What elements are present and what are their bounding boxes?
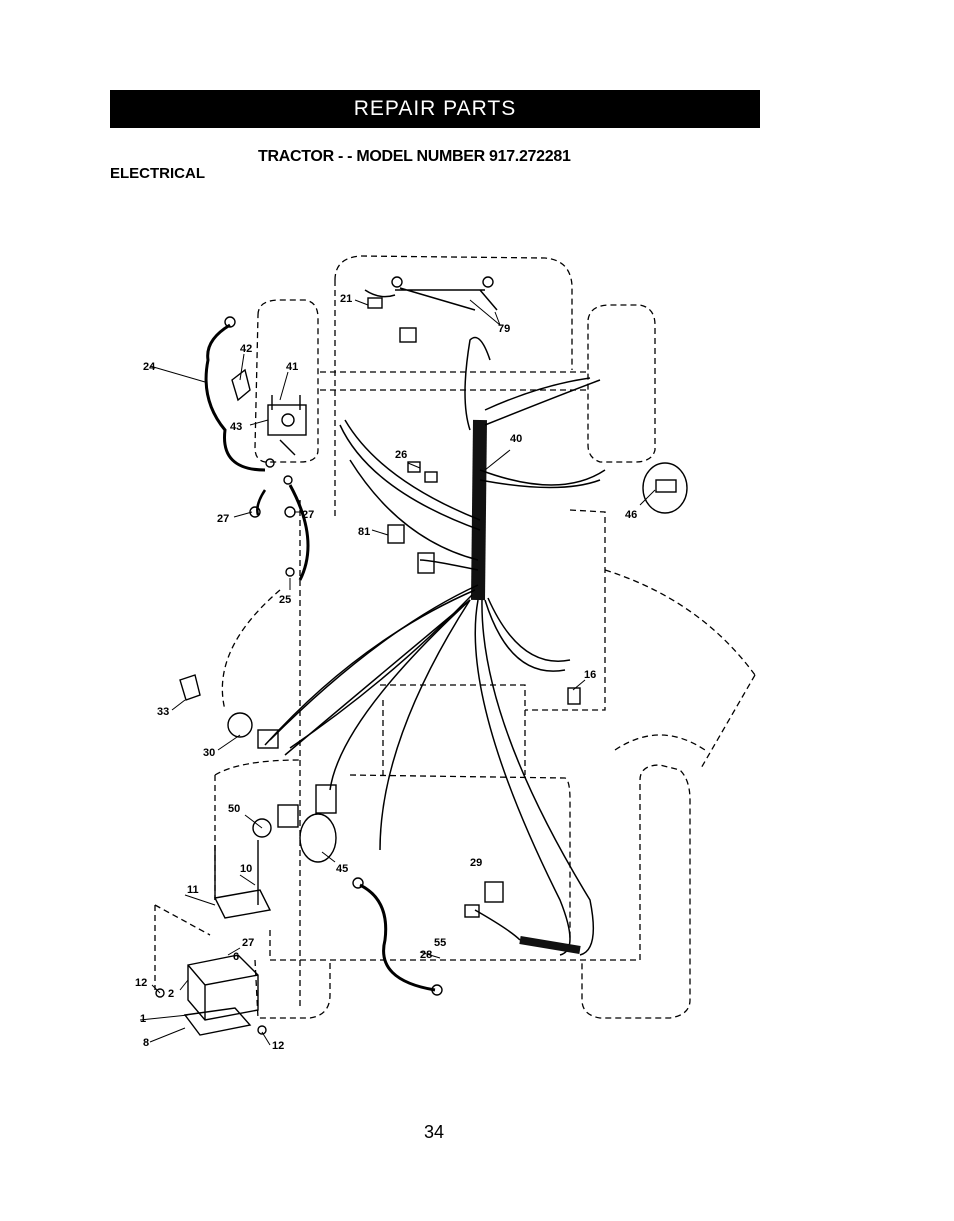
callout-26: 26 bbox=[395, 449, 407, 461]
repair-parts-banner: REPAIR PARTS bbox=[110, 90, 760, 128]
callout-21: 21 bbox=[340, 293, 352, 305]
callout-27c: 27 bbox=[242, 937, 254, 949]
callout-30: 30 bbox=[203, 747, 215, 759]
callout-12a: 12 bbox=[135, 977, 147, 989]
callout-45: 45 bbox=[336, 863, 348, 875]
callout-6: 6 bbox=[233, 951, 239, 963]
callout-2: 2 bbox=[168, 988, 174, 1000]
callout-29: 29 bbox=[470, 857, 482, 869]
callout-42: 42 bbox=[240, 343, 252, 355]
callout-46: 46 bbox=[625, 509, 637, 521]
section-label: ELECTRICAL bbox=[110, 165, 205, 182]
callout-81: 81 bbox=[358, 526, 370, 538]
tractor-outline bbox=[154, 255, 756, 1019]
callout-10: 10 bbox=[240, 863, 252, 875]
callout-11: 11 bbox=[187, 884, 199, 896]
callout-16: 16 bbox=[584, 669, 596, 681]
callout-12b: 12 bbox=[272, 1040, 284, 1052]
callout-43: 43 bbox=[230, 421, 242, 433]
callout-79: 79 bbox=[498, 323, 510, 335]
components bbox=[155, 276, 688, 1036]
page-number: 34 bbox=[424, 1122, 445, 1142]
callout-1: 1 bbox=[140, 1013, 146, 1025]
callout-33: 33 bbox=[157, 706, 169, 718]
callout-28: 28 bbox=[420, 949, 432, 961]
callout-50: 50 bbox=[228, 803, 240, 815]
callout-8: 8 bbox=[143, 1037, 149, 1049]
callout-27a: 27 bbox=[217, 513, 229, 525]
callout-24: 24 bbox=[143, 361, 156, 373]
callout-25: 25 bbox=[279, 594, 291, 606]
callout-41: 41 bbox=[286, 361, 298, 373]
callout-55: 55 bbox=[434, 937, 446, 949]
callout-40: 40 bbox=[510, 433, 522, 445]
part-callouts: 24 42 41 43 27 27 25 21 79 40 26 81 46 1… bbox=[135, 293, 637, 1052]
leader-lines bbox=[139, 299, 656, 1046]
wire-harness bbox=[204, 287, 606, 992]
model-title: TRACTOR - - MODEL NUMBER 917.272281 bbox=[258, 148, 571, 165]
callout-27b: 27 bbox=[302, 509, 314, 521]
